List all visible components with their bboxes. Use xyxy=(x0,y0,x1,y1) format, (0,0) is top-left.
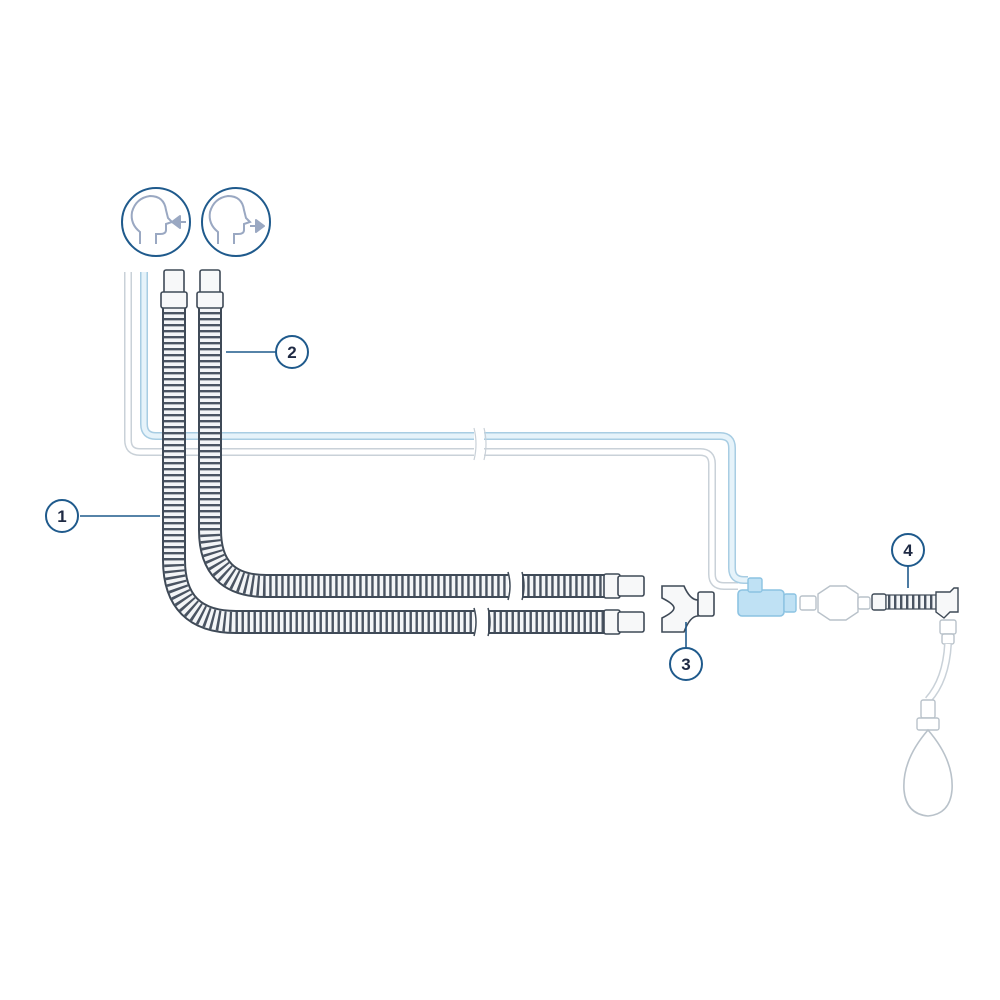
expiratory-limb-tube xyxy=(198,300,612,602)
line-break-mark xyxy=(473,427,487,461)
callout-1: 1 xyxy=(45,499,79,533)
callout-4-label: 4 xyxy=(903,541,913,560)
callout-2-label: 2 xyxy=(287,343,296,362)
y-piece xyxy=(661,585,715,633)
callout-4: 4 xyxy=(891,533,925,567)
callout-3: 3 xyxy=(669,647,703,681)
callout-3-label: 3 xyxy=(681,655,690,674)
flow-sensor-adapter xyxy=(737,577,797,617)
hme-filter xyxy=(799,585,871,621)
tube-end-cuffs-right xyxy=(603,573,645,635)
callout-2: 2 xyxy=(275,335,309,369)
callout-1-label: 1 xyxy=(57,507,66,526)
inspiratory-limb-tube xyxy=(162,300,612,638)
catheter-mount xyxy=(871,587,959,619)
gas-sampling-lines xyxy=(124,272,748,590)
callout-leaders xyxy=(80,351,909,648)
manual-bag-assembly xyxy=(903,619,957,817)
tube-end-cuffs-top xyxy=(160,269,224,309)
inspiration-icon xyxy=(121,187,191,257)
expiration-icon xyxy=(201,187,271,257)
